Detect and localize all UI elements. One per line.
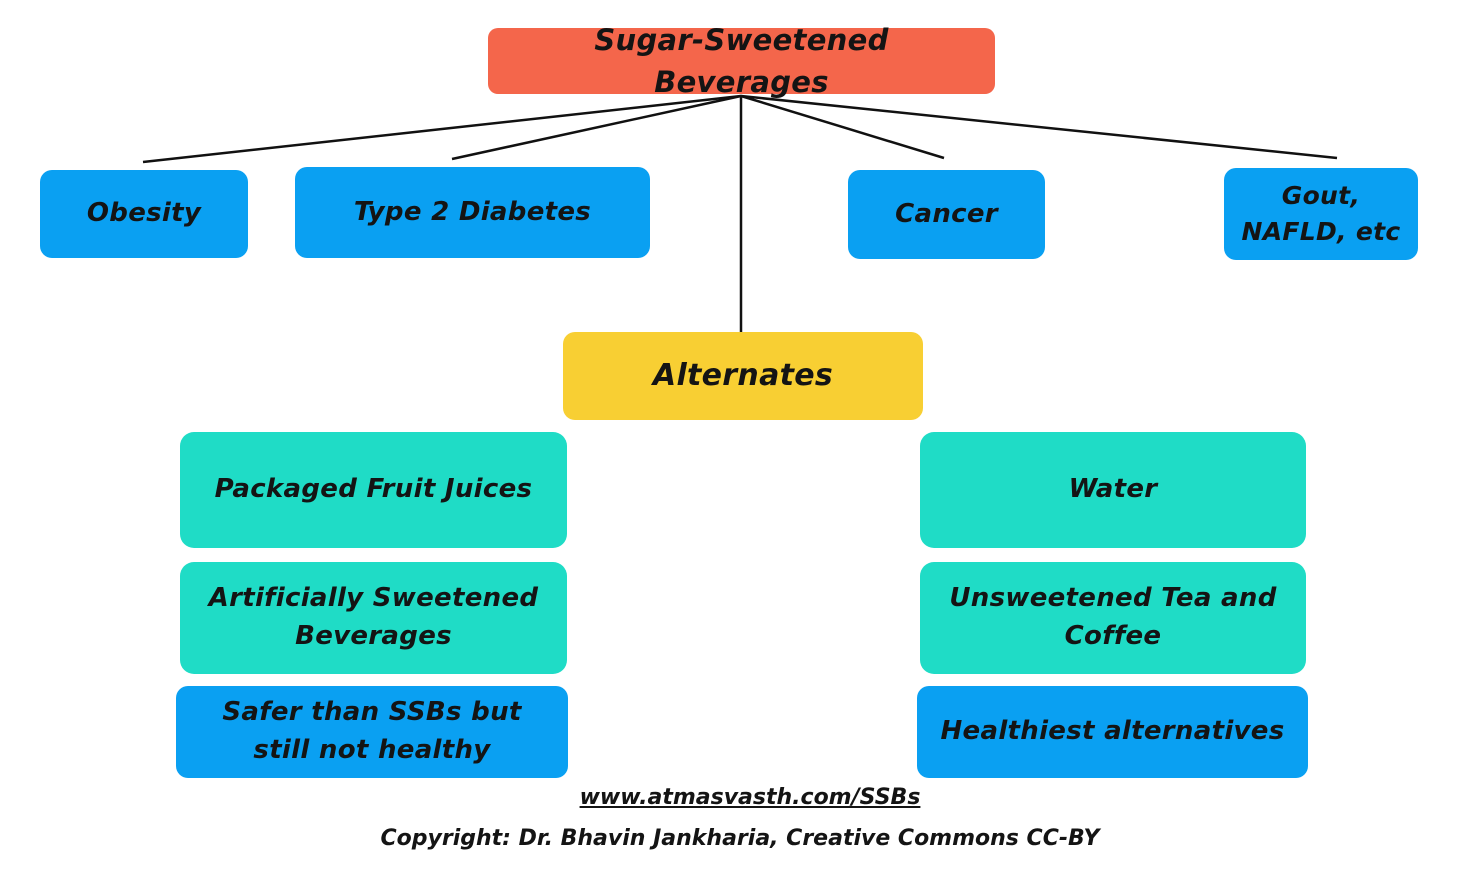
node-water: Water — [920, 432, 1306, 548]
node-gout-nafld: Gout, NAFLD, etc — [1224, 168, 1418, 260]
node-packaged-fruit-juices: Packaged Fruit Juices — [180, 432, 567, 548]
node-alternates: Alternates — [563, 332, 923, 420]
node-obesity: Obesity — [40, 170, 248, 258]
node-sugar-sweetened-beverages: Sugar-Sweetened Beverages — [488, 23, 995, 99]
node-safer-than-ssbs-verdict: Safer than SSBs but still not healthy — [176, 686, 568, 778]
node-type-2-diabetes: Type 2 Diabetes — [295, 167, 650, 258]
copyright-text: Copyright: Dr. Bhavin Jankharia, Creativ… — [380, 826, 1100, 851]
website-link[interactable]: www.atmasvasth.com/SSBs — [579, 785, 921, 810]
node-cancer: Cancer — [848, 170, 1045, 259]
node-artificially-sweetened-beverages: Artificially Sweetened Beverages — [180, 562, 567, 674]
node-unsweetened-tea-and-coffee: Unsweetened Tea and Coffee — [920, 562, 1306, 674]
node-healthiest-alternatives-verdict: Healthiest alternatives — [917, 686, 1308, 778]
